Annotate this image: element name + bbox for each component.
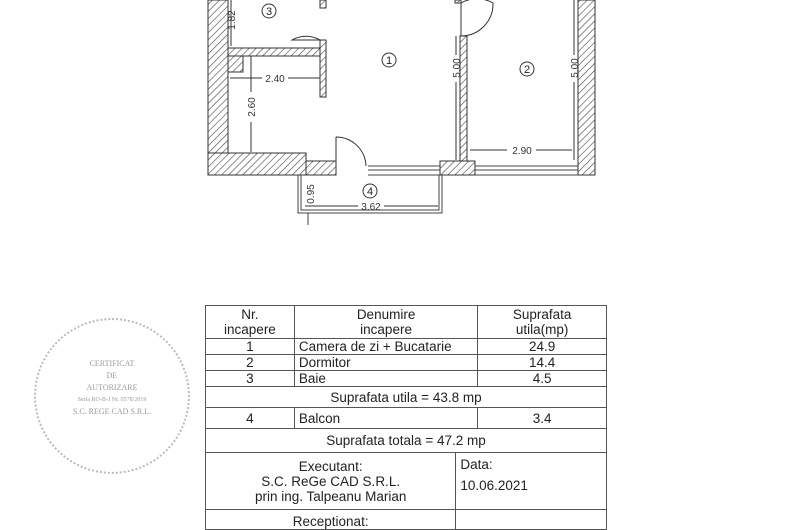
dimension-lines: [230, 0, 575, 207]
date-cell: Data: 10.06.2021: [455, 452, 607, 510]
date-label: Data:: [460, 457, 493, 472]
header-nr: Nr.incapere: [205, 305, 295, 339]
cell-name: Camera de zi + Bucatarie: [293, 338, 479, 355]
cell-name: Balcon: [293, 407, 479, 429]
header-nr-line1: Nr.: [241, 307, 259, 322]
room-label-2: 2: [524, 64, 530, 76]
dim-balcony-depth: 0.95: [306, 184, 317, 204]
dim-room2-width: 2.90: [512, 146, 532, 157]
executant-company: S.C. ReGe CAD S.R.L.: [261, 473, 401, 489]
stamp-line: DE: [106, 371, 118, 380]
room-label-1: 1: [386, 55, 392, 67]
room-label-3: 3: [266, 6, 272, 18]
stamp-line: AUTORIZARE: [86, 383, 138, 392]
room-label-4: 4: [367, 186, 373, 198]
cell-name: Dormitor: [293, 354, 479, 371]
header-nr-line2: incapere: [224, 322, 276, 337]
cell-nr: 1: [205, 338, 295, 355]
date-value: 10.06.2021: [460, 478, 528, 493]
executant-engineer: prin ing. Talpeanu Marian: [255, 488, 407, 504]
table-row: 1 Camera de zi + Bucatarie 24.9: [205, 338, 607, 355]
cell-area: 4.5: [477, 370, 607, 387]
executant-label: Executant:: [298, 458, 363, 474]
executant-row: Executant: S.C. ReGe CAD S.R.L. prin ing…: [204, 452, 607, 510]
header-name-line1: Denumire: [356, 307, 416, 322]
dimension-labels: 1.82 2.40 2.60 5.00 5.00 2.90 0.95 3.62: [227, 10, 581, 213]
table-row: 3 Baie 4.5: [205, 370, 607, 387]
grand-total: Suprafata totala = 47.2 mp: [205, 428, 607, 453]
cell-area: 3.4: [477, 407, 607, 429]
walls: [207, 0, 596, 176]
executant-cell: Executant: S.C. ReGe CAD S.R.L. prin ing…: [204, 452, 457, 510]
header-name-line2: incapere: [360, 322, 412, 337]
useful-total-row: Suprafata utila = 43.8 mp: [205, 386, 607, 408]
cell-area: 14.4: [477, 354, 607, 371]
room-labels: 3 1 2 4: [261, 3, 535, 199]
cell-nr: 2: [205, 354, 295, 371]
header-area-line2: utila(mp): [515, 322, 569, 337]
dim-hall-height: 2.60: [247, 97, 258, 117]
doors: [290, 0, 494, 167]
stamp-line: S.C. REGE CAD S.R.L.: [72, 407, 152, 416]
grand-total-row: Suprafata totala = 47.2 mp: [205, 428, 607, 453]
balcony-outline: [297, 175, 443, 225]
table-row: 2 Dormitor 14.4: [205, 354, 607, 371]
cell-area: 24.9: [477, 338, 607, 355]
dim-room1-height: 5.00: [452, 58, 463, 78]
dim-bath-height: 1.82: [227, 10, 238, 30]
cell-name: Baie: [293, 370, 479, 387]
dim-room2-height: 5.00: [570, 58, 581, 78]
dim-hall-width: 2.40: [265, 74, 285, 85]
certification-stamp: CERTIFICAT DE AUTORIZARE Seria RO-B-J Nr…: [34, 318, 190, 474]
stamp-line: CERTIFICAT: [89, 359, 135, 368]
floor-plan: 3 1 2 4 1.82 2.40 2.60 5.00 5.00 2.90 0.…: [207, 0, 596, 225]
windows: [368, 165, 578, 176]
table-row: 4 Balcon 3.4: [205, 407, 607, 429]
dim-balcony-width: 3.62: [361, 202, 381, 213]
header-area-line1: Suprafata: [512, 307, 572, 322]
cell-nr: 4: [205, 407, 295, 429]
stamp-line: Seria RO-B-J Nr. 0578/2019: [77, 397, 147, 403]
cell-nr: 3: [205, 370, 295, 387]
useful-total: Suprafata utila = 43.8 mp: [205, 386, 607, 408]
